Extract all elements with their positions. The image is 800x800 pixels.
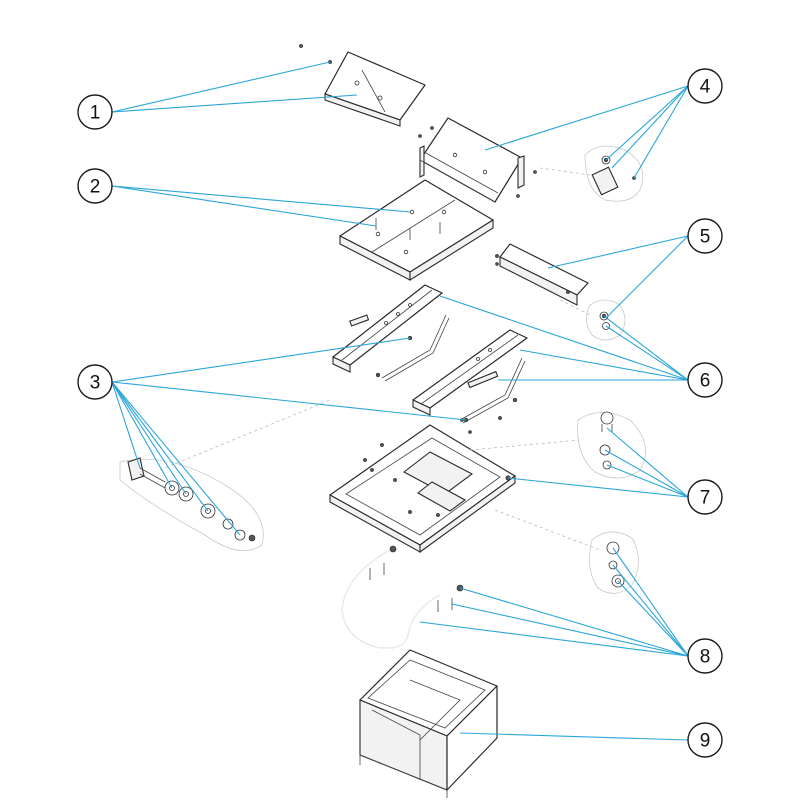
part-3-pivot-arms [375, 314, 526, 424]
callout-7-label: 7 [700, 488, 711, 509]
part-2-base-plate [339, 179, 494, 281]
part-4-bracket-frame [418, 117, 537, 203]
detail-3-bolt-assembly [119, 399, 331, 551]
detail-5-6-fastener [559, 299, 626, 341]
callout-8: 8 [687, 638, 723, 674]
detail-4-fastener [539, 145, 644, 202]
callout-6: 6 [687, 362, 723, 398]
callout-4: 4 [687, 68, 723, 104]
part-5-small-bracket [495, 243, 589, 306]
callout-7: 7 [687, 479, 723, 515]
callout-3: 3 [77, 364, 113, 400]
leader-lines [111, 61, 689, 741]
part-1-top-plate [299, 44, 426, 127]
part-6-right-rail [412, 329, 528, 416]
callout-5: 5 [687, 218, 723, 254]
part-8-tube-frame [341, 545, 464, 649]
callout-2-label: 2 [90, 177, 101, 198]
callout-9-label: 9 [700, 731, 711, 752]
callout-1: 1 [77, 94, 113, 130]
part-7-frame-tray [329, 418, 516, 554]
callout-2: 2 [77, 168, 113, 204]
callout-1-label: 1 [90, 103, 101, 124]
part-9-hopper [359, 649, 498, 798]
callout-4-label: 4 [700, 77, 711, 98]
detail-8-fastener [494, 509, 639, 594]
part-6-left-rail [332, 284, 443, 373]
callout-9: 9 [687, 722, 723, 758]
callout-5-label: 5 [700, 227, 711, 248]
callout-3-label: 3 [90, 373, 101, 394]
callout-6-label: 6 [700, 371, 711, 392]
callout-8-label: 8 [700, 647, 711, 668]
